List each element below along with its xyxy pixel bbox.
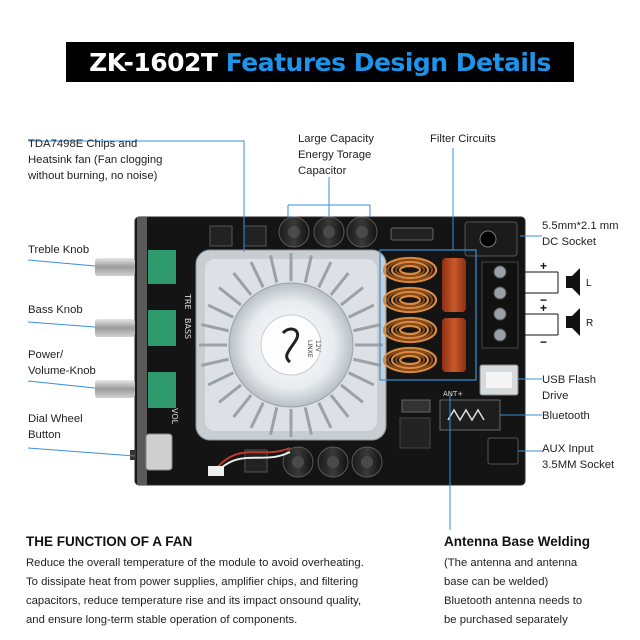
heatsink-fin — [232, 272, 253, 296]
fan-brand: LINXE — [306, 340, 313, 358]
heatsink-fin — [200, 357, 229, 367]
fan-function-title: THE FUNCTION OF A FAN — [26, 534, 193, 549]
title-features: Features — [225, 47, 346, 77]
heatsink-fin — [348, 371, 375, 387]
power-volume-knob — [95, 372, 176, 408]
speaker-left-label: L — [586, 278, 592, 289]
bass-knob — [95, 310, 176, 346]
heatsink-fin — [249, 402, 265, 429]
label-filter: Filter Circuits — [430, 133, 496, 145]
polarity-plus-r: + — [540, 301, 547, 315]
inductor-coil — [382, 316, 438, 344]
heatsink-fin — [303, 254, 313, 283]
dc-socket — [464, 221, 518, 257]
inductor-coil — [382, 346, 438, 374]
heatsink-fin — [348, 303, 375, 319]
silk-tre: TRE — [183, 293, 192, 310]
label-dc-socket: 5.5mm*2.1 mm DC Socket — [542, 220, 619, 248]
filter-circuits — [379, 249, 477, 381]
label-usb: USB Flash Drive — [542, 374, 596, 402]
label-power-volume-knob: Power/ Volume-Knob — [28, 349, 96, 377]
heatsink-fin — [249, 261, 265, 288]
diode — [390, 227, 434, 241]
treble-knob — [95, 250, 176, 284]
capacitors-bottom — [208, 446, 383, 478]
dial-wheel-button — [130, 433, 173, 471]
leader-lines — [27, 140, 542, 530]
heatsink-fin — [207, 371, 234, 387]
heatsink-fin — [329, 272, 350, 296]
label-treble-knob: Treble Knob — [28, 244, 90, 256]
polarity-minus-l: − — [540, 293, 547, 307]
label-dial-wheel: Dial Wheel Button — [28, 413, 83, 441]
heatsink-fin — [218, 383, 242, 404]
heatsink-fin — [340, 286, 364, 307]
speaker-terminal-block — [481, 261, 519, 349]
silk-ant: ANT+ — [443, 390, 463, 398]
heatsink-fin — [317, 402, 333, 429]
heatsink-fins — [199, 253, 383, 437]
label-aux: AUX Input 3.5MM Socket — [542, 443, 615, 471]
speaker-right-label: R — [586, 318, 593, 329]
aux-socket — [487, 437, 519, 465]
heatsink-fin — [353, 357, 382, 367]
heatsink-fin — [329, 394, 350, 418]
speaker-icon — [566, 268, 580, 296]
title-banner: ZK-1602T Features Design Details — [66, 42, 574, 82]
heatsink-fin — [269, 254, 279, 283]
label-bass-knob: Bass Knob — [28, 304, 83, 316]
fan-voltage: 12V — [314, 340, 321, 353]
capacitors-top — [209, 216, 378, 248]
pcb-edge-strip — [137, 217, 147, 485]
bluetooth-module — [439, 399, 501, 431]
cooling-fan: 12V LINXE — [228, 282, 354, 408]
polarity-minus-r: − — [540, 335, 547, 349]
title-design-details: Design Details — [353, 47, 552, 77]
heatsink-fin — [269, 407, 279, 436]
inductor-coil — [382, 286, 438, 314]
speaker-icon — [566, 308, 580, 336]
label-capacitor: Large Capacity Energy Torage Capacitor — [298, 133, 374, 177]
heatsink-fin — [303, 407, 313, 436]
label-chips: TDA7498E Chips and Heatsink fan (Fan clo… — [28, 138, 163, 182]
heatsink-fin — [232, 394, 253, 418]
heatsink-fin — [340, 383, 364, 404]
heatsink-fin — [207, 303, 234, 319]
heatsink-fin — [317, 261, 333, 288]
fan-function-text: Reduce the overall temperature of the mo… — [26, 557, 364, 626]
heatsink-fin — [218, 286, 242, 307]
silk-vol: VOL — [170, 408, 179, 425]
label-bluetooth: Bluetooth — [542, 410, 590, 422]
heatsink-fin — [353, 323, 382, 333]
antenna-title: Antenna Base Welding — [444, 534, 591, 549]
inductor-coil — [382, 256, 438, 284]
polarity-plus-l: + — [540, 259, 547, 273]
antenna-text: (The antenna and antenna base can be wel… — [444, 557, 583, 626]
title-model: ZK-1602T — [89, 47, 218, 77]
heatsink-fin — [200, 323, 229, 333]
silk-bass: BASS — [183, 318, 192, 339]
